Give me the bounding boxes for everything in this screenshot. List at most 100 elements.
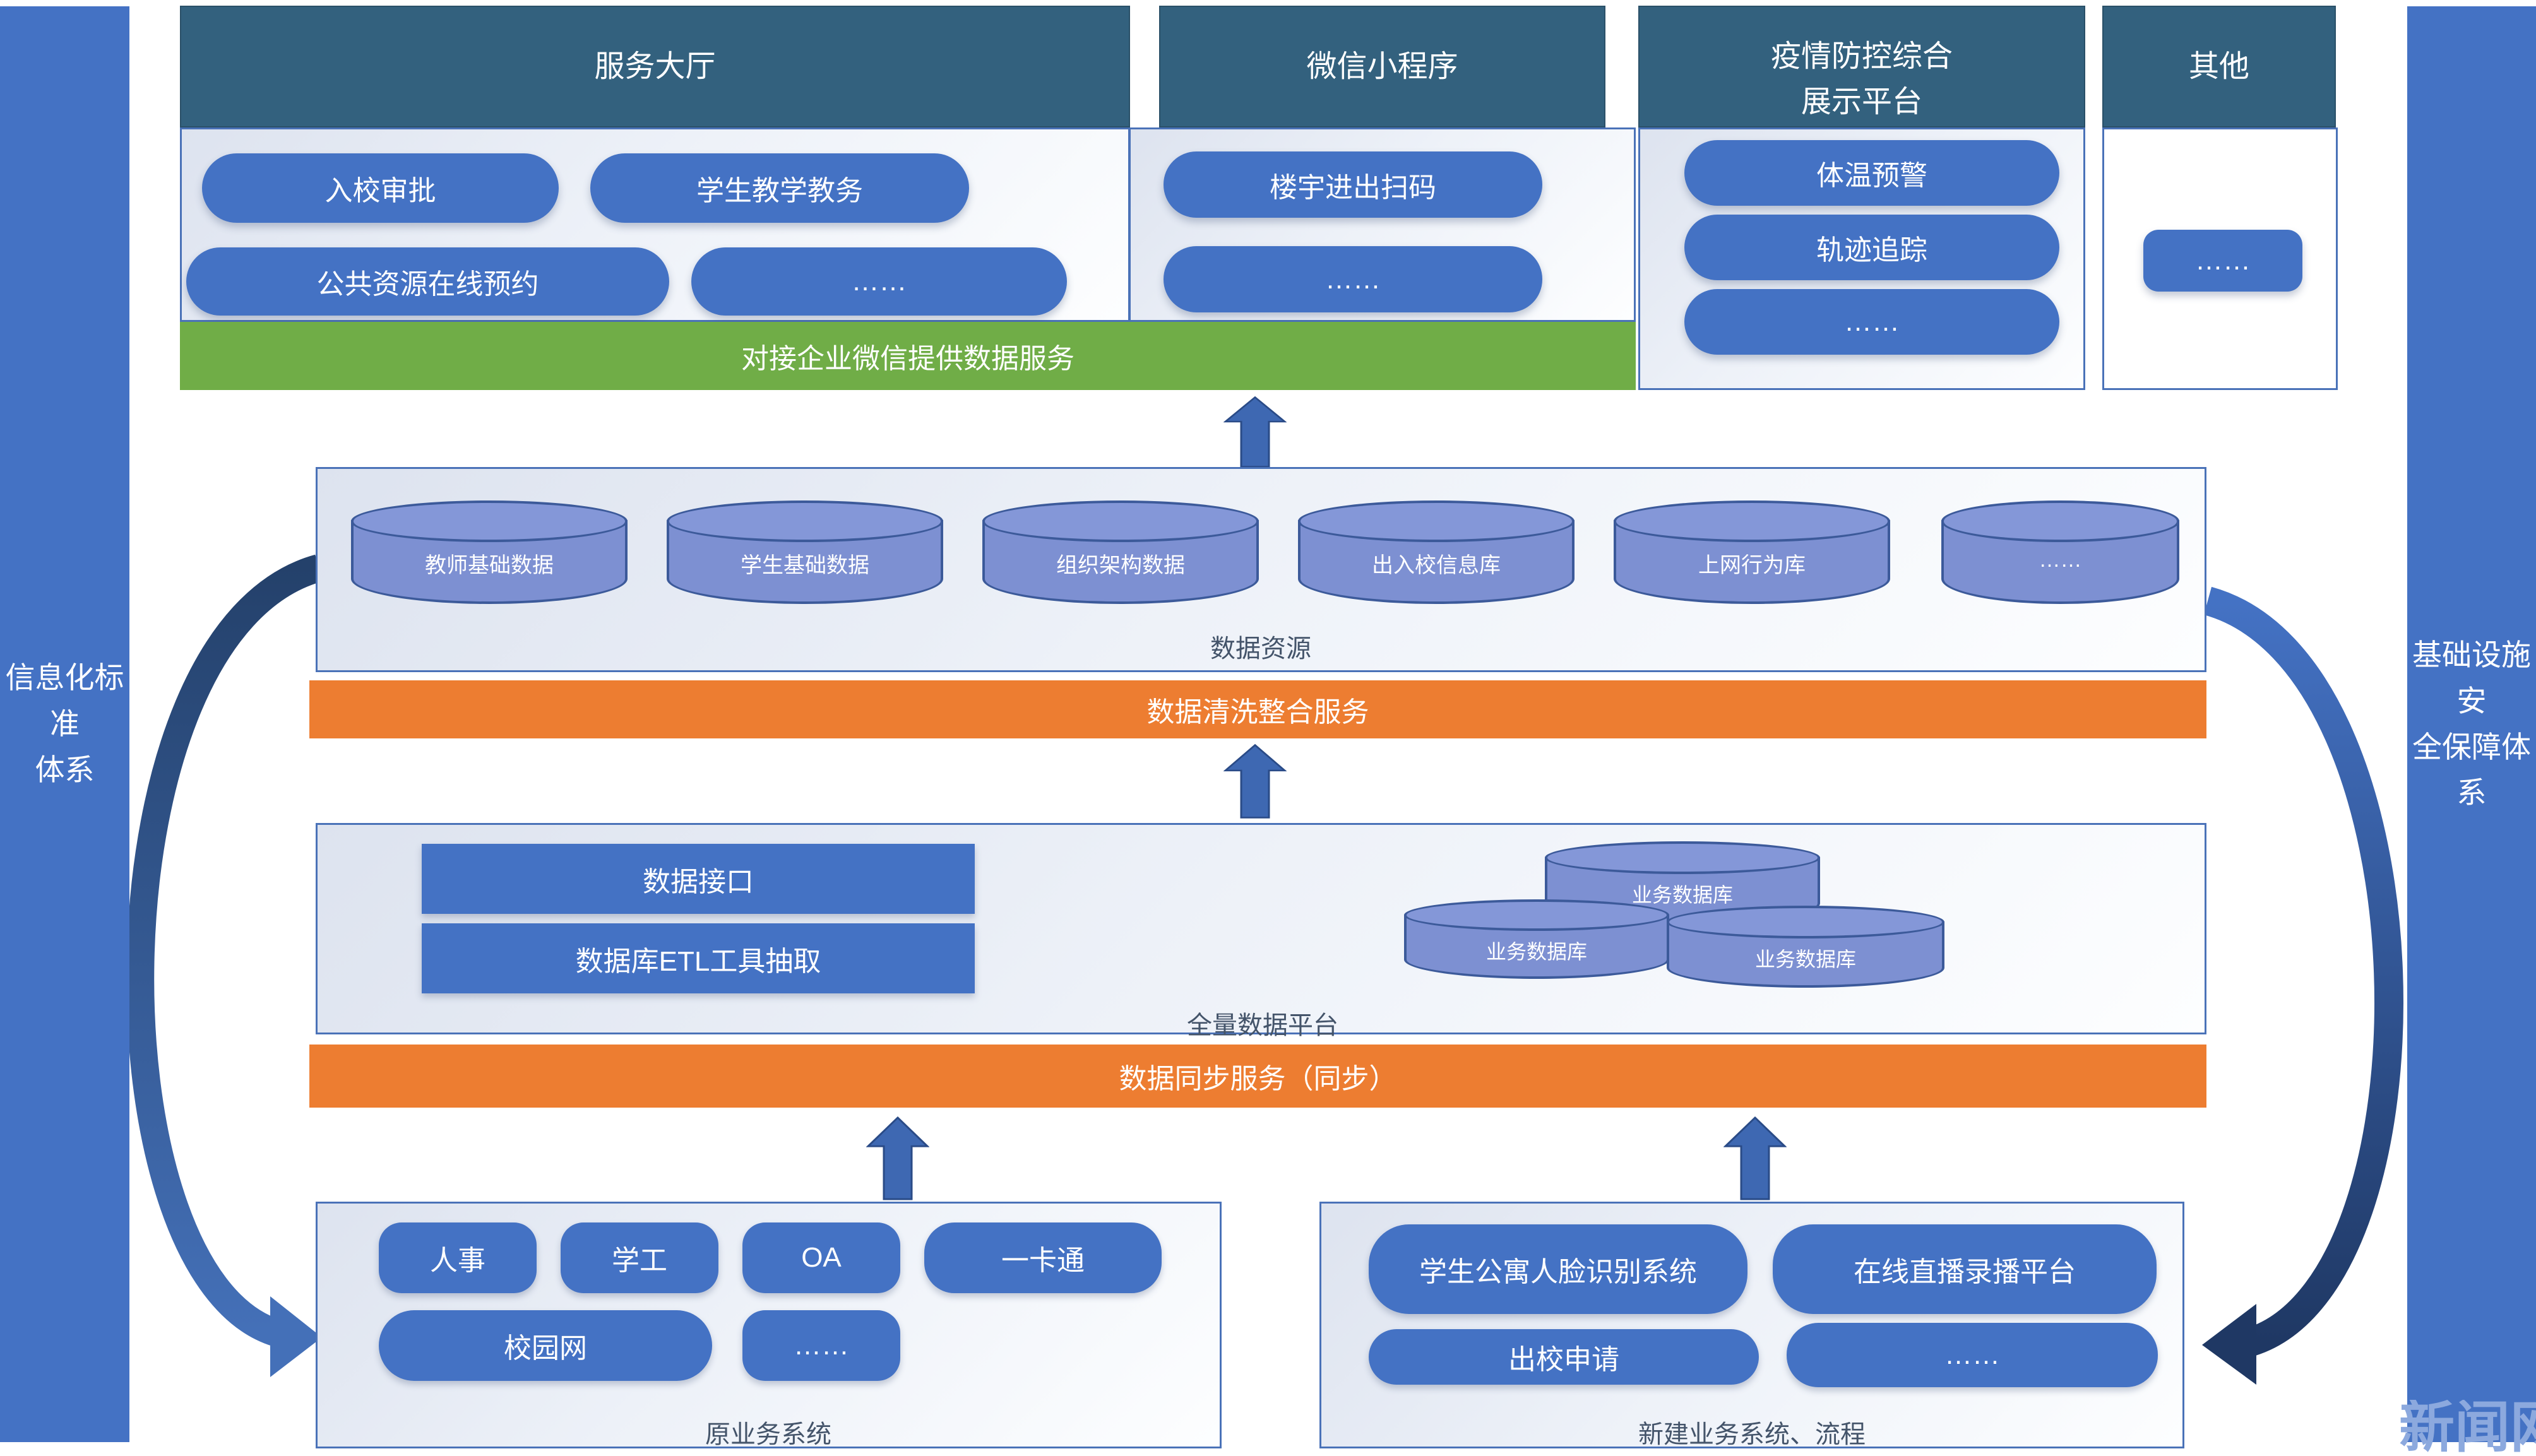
pill-label: …… xyxy=(2195,245,2251,276)
pill-label: 公共资源在线预约 xyxy=(316,269,539,300)
watermark-clip: 新闻网 xyxy=(2399,1400,2536,1456)
left-sidebar-info-standard-system: 信息化标准 体系 xyxy=(0,6,129,1442)
cylinder-label: 业务数据库 xyxy=(1485,940,1587,963)
pill-wechat-ellipsis: …… xyxy=(1164,246,1542,312)
cylinder-org-structure-data: 组织架构数据 xyxy=(982,500,1259,604)
header-other: 其他 xyxy=(2102,6,2336,127)
full-data-platform-label: 全量数据平台 xyxy=(1124,1005,1402,1041)
label-text: 数据资源 xyxy=(1210,635,1311,663)
watermark-news-site: 新闻网 xyxy=(2399,1400,2536,1456)
right-sidebar-infrastructure-security-system: 基础设施安 全保障体系 xyxy=(2407,6,2536,1442)
pill-service-hall-ellipsis: …… xyxy=(691,247,1067,316)
btn-label: 一卡通 xyxy=(1001,1245,1085,1276)
pill-label: 轨迹追踪 xyxy=(1816,235,1927,266)
pill-label: 体温预警 xyxy=(1816,160,1927,191)
cylinder-top xyxy=(667,500,943,542)
btn-label: 在线直播录播平台 xyxy=(1854,1257,2076,1287)
legacy-systems-label: 原业务系统 xyxy=(629,1414,907,1450)
cylinder-top xyxy=(982,500,1259,542)
cylinder-business-db-left: 业务数据库 xyxy=(1404,899,1669,979)
cylinder-top xyxy=(1614,500,1890,542)
btn-new-systems-ellipsis: …… xyxy=(1787,1323,2158,1387)
pill-label: …… xyxy=(851,266,907,297)
btn-label: …… xyxy=(794,1330,849,1361)
left-sidebar-line1: 信息化标准 xyxy=(5,661,124,741)
cylinder-campus-inout-info: 出入校信息库 xyxy=(1298,500,1575,604)
rect-data-interface: 数据接口 xyxy=(422,844,975,914)
btn-campus-network: 校园网 xyxy=(379,1310,712,1381)
header-other-title: 其他 xyxy=(2188,49,2249,83)
green-bar-enterprise-wechat-data-service: 对接企业微信提供数据服务 xyxy=(180,322,1636,390)
btn-label: OA xyxy=(801,1242,842,1273)
cylinder-teacher-base-data: 教师基础数据 xyxy=(351,500,628,604)
left-sidebar-line2: 体系 xyxy=(35,752,95,786)
btn-leave-campus-application: 出校申请 xyxy=(1369,1329,1759,1385)
data-resources-label: 数据资源 xyxy=(1128,628,1393,665)
cylinder-label: 业务数据库 xyxy=(1754,947,1856,971)
btn-student-work-system: 学工 xyxy=(561,1222,718,1293)
pill-epidemic-ellipsis: …… xyxy=(1684,289,2059,355)
cylinder-top xyxy=(1941,500,2179,542)
pill-label: …… xyxy=(1325,263,1381,295)
cylinder-top xyxy=(1667,906,1944,938)
rect-database-etl-extract: 数据库ETL工具抽取 xyxy=(422,923,975,993)
left-feedback-arc xyxy=(126,554,323,1347)
up-arrow-to-cleaning-bar xyxy=(1223,743,1287,819)
rect-label: 数据库ETL工具抽取 xyxy=(575,945,821,977)
btn-oa-system: OA xyxy=(742,1222,900,1293)
pill-label: …… xyxy=(1844,306,1900,337)
btn-label: …… xyxy=(1944,1339,2000,1370)
right-sidebar-line2: 全保障体系 xyxy=(2412,730,2531,810)
orange-bar-data-sync-service: 数据同步服务（同步） xyxy=(309,1045,2206,1108)
btn-label: 出校申请 xyxy=(1508,1344,1619,1375)
cylinder-resources-ellipsis: …… xyxy=(1941,500,2179,604)
rect-label: 数据接口 xyxy=(643,866,754,897)
header-epidemic-title-line1: 疫情防控综合 xyxy=(1770,39,1953,73)
up-arrow-to-data-resources xyxy=(1223,396,1287,468)
pill-temperature-warning: 体温预警 xyxy=(1684,140,2059,206)
new-systems-label: 新建业务系统、流程 xyxy=(1594,1414,1910,1450)
pill-trajectory-tracking: 轨迹追踪 xyxy=(1684,215,2059,280)
btn-label: 学工 xyxy=(612,1245,667,1276)
right-feedback-arc xyxy=(2203,586,2403,1356)
right-feedback-arrowhead xyxy=(2202,1304,2256,1385)
cylinder-top xyxy=(1298,500,1575,542)
header-service-hall: 服务大厅 xyxy=(180,6,1130,127)
cylinder-label: …… xyxy=(2039,548,2082,572)
btn-online-live-recording-platform: 在线直播录播平台 xyxy=(1773,1224,2157,1314)
header-epidemic-platform: 疫情防控综合 展示平台 xyxy=(1638,6,2085,127)
data-resources-box xyxy=(316,467,2206,672)
orange-bar-label: 数据清洗整合服务 xyxy=(1146,697,1369,728)
cylinder-top xyxy=(351,500,628,542)
left-feedback-arrowhead xyxy=(270,1296,322,1377)
btn-legacy-ellipsis: …… xyxy=(742,1310,900,1381)
pill-public-resource-online-booking: 公共资源在线预约 xyxy=(186,247,669,316)
btn-one-card-system: 一卡通 xyxy=(924,1222,1162,1293)
cylinder-top xyxy=(1404,899,1669,932)
btn-hr-system: 人事 xyxy=(379,1222,537,1293)
cylinder-internet-behavior: 上网行为库 xyxy=(1614,500,1890,604)
pill-label: 楼宇进出扫码 xyxy=(1270,172,1436,203)
cylinder-student-base-data: 学生基础数据 xyxy=(667,500,943,604)
header-wechat-title: 微信小程序 xyxy=(1306,49,1458,83)
label-text: 新建业务系统、流程 xyxy=(1638,1421,1866,1448)
orange-bar-label: 数据同步服务（同步） xyxy=(1119,1063,1397,1094)
pill-student-teaching-affairs: 学生教学教务 xyxy=(590,153,969,223)
label-text: 原业务系统 xyxy=(705,1421,831,1448)
header-service-hall-title: 服务大厅 xyxy=(594,49,716,83)
orange-bar-data-cleaning-service: 数据清洗整合服务 xyxy=(309,680,2206,738)
up-arrow-from-new-systems xyxy=(1723,1116,1787,1200)
cylinder-top xyxy=(1545,841,1820,874)
cylinder-label: 上网行为库 xyxy=(1698,553,1806,578)
btn-label: 校园网 xyxy=(504,1333,587,1364)
header-wechat-mini-program: 微信小程序 xyxy=(1159,6,1605,127)
cylinder-label: 教师基础数据 xyxy=(425,553,554,578)
cylinder-label: 出入校信息库 xyxy=(1372,553,1501,578)
green-bar-label: 对接企业微信提供数据服务 xyxy=(741,343,1075,374)
pill-other-ellipsis: …… xyxy=(2143,230,2302,292)
cylinder-business-db-right: 业务数据库 xyxy=(1667,906,1944,988)
right-sidebar-line1: 基础设施安 xyxy=(2412,637,2531,718)
pill-label: 入校审批 xyxy=(324,175,436,206)
